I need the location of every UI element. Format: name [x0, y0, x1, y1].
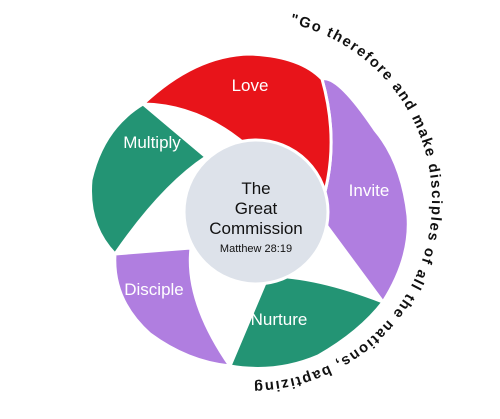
center-reference: Matthew 28:19 — [220, 243, 292, 255]
segment-multiply — [89, 102, 208, 256]
center-line-3: Commission — [209, 219, 303, 238]
center-circle — [182, 138, 330, 286]
label-multiply: Multiply — [123, 133, 181, 152]
label-disciple: Disciple — [124, 280, 184, 299]
label-invite: Invite — [349, 181, 390, 200]
center-line-1: The — [241, 179, 270, 198]
label-nurture: Nurture — [251, 310, 308, 329]
label-love: Love — [232, 76, 269, 95]
center-line-2: Great — [235, 199, 278, 218]
segment-nurture — [228, 274, 385, 370]
segment-disciple — [113, 246, 232, 368]
